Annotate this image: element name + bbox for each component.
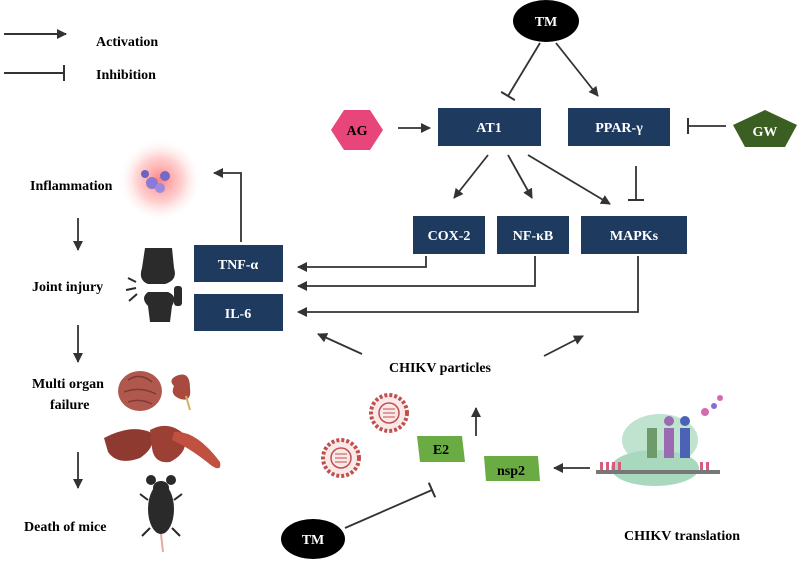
tm-inhibits-viral-proteins xyxy=(344,482,437,529)
chikv-translation-label: CHIKV translation xyxy=(624,529,740,544)
ag-label: AG xyxy=(347,124,368,139)
tm-bottom-node: TM xyxy=(281,519,345,559)
ppar-label: PPAR-γ xyxy=(595,121,643,136)
inflammation-label: Inflammation xyxy=(30,179,113,194)
muscle-icon xyxy=(172,431,221,469)
nfkb-label: NF-κB xyxy=(513,229,553,244)
cox2-label: COX-2 xyxy=(428,229,471,244)
gw-node: GW xyxy=(733,110,797,147)
inflammation-cells-image xyxy=(118,138,202,222)
nsp2-label: nsp2 xyxy=(497,464,525,479)
chikv-to-cytokines-arrow xyxy=(317,333,363,355)
knee-joint-icon xyxy=(125,248,182,322)
at1-activates-cox2 xyxy=(453,154,489,199)
nsp2-node: nsp2 xyxy=(484,456,540,481)
virus-particle-icon xyxy=(369,393,409,433)
virus-particle-icon xyxy=(321,438,361,478)
cox2-node: COX-2 xyxy=(413,216,485,254)
tnfa-label: TNF-α xyxy=(218,258,259,273)
tm-bottom-label: TM xyxy=(302,533,325,548)
mapks-to-il6-arrow xyxy=(297,256,639,317)
ribosome-translation-icon xyxy=(596,395,723,486)
tnfa-to-inflammation-arrow xyxy=(213,168,242,242)
at1-activates-nfkb xyxy=(507,154,533,199)
e2-node: E2 xyxy=(417,436,465,462)
mapks-node: MAPKs xyxy=(581,216,687,254)
brain-icon xyxy=(118,371,162,411)
chikv-particles-label: CHIKV particles xyxy=(389,361,492,376)
ppar-node: PPAR-γ xyxy=(568,108,670,146)
at1-label: AT1 xyxy=(476,121,501,136)
heart-icon xyxy=(150,425,186,463)
legend-inhibition-label: Inhibition xyxy=(96,68,156,83)
nfkb-to-cytokines-arrow xyxy=(297,256,536,291)
il6-node: IL-6 xyxy=(194,294,283,331)
il6-label: IL-6 xyxy=(225,307,251,322)
tnfa-node: TNF-α xyxy=(194,245,283,282)
tm-top-label: TM xyxy=(535,15,558,30)
legend-activation-label: Activation xyxy=(96,35,158,50)
ag-node: AG xyxy=(331,110,383,150)
cox2-to-tnfa-arrow xyxy=(297,256,427,272)
tm-activates-ppar xyxy=(555,42,599,97)
nfkb-node: NF-κB xyxy=(497,216,569,254)
at1-activates-mapks xyxy=(527,154,611,205)
kidney-icon xyxy=(171,374,191,411)
multi-organ-label-line1: Multi organ xyxy=(32,377,104,392)
multi-organ-label-line2: failure xyxy=(50,398,89,413)
liver-icon xyxy=(104,429,153,461)
chikv-to-mapks-arrow xyxy=(543,335,584,357)
mouse-icon xyxy=(139,475,183,553)
death-label: Death of mice xyxy=(24,520,106,535)
legend: Activation Inhibition xyxy=(4,29,158,83)
tm-inhibits-at1 xyxy=(500,42,541,101)
gw-label: GW xyxy=(753,125,778,140)
tm-top-node: TM xyxy=(513,0,579,42)
mapks-label: MAPKs xyxy=(610,229,659,244)
joint-injury-label: Joint injury xyxy=(32,280,103,295)
at1-node: AT1 xyxy=(438,108,541,146)
e2-label: E2 xyxy=(433,443,449,458)
